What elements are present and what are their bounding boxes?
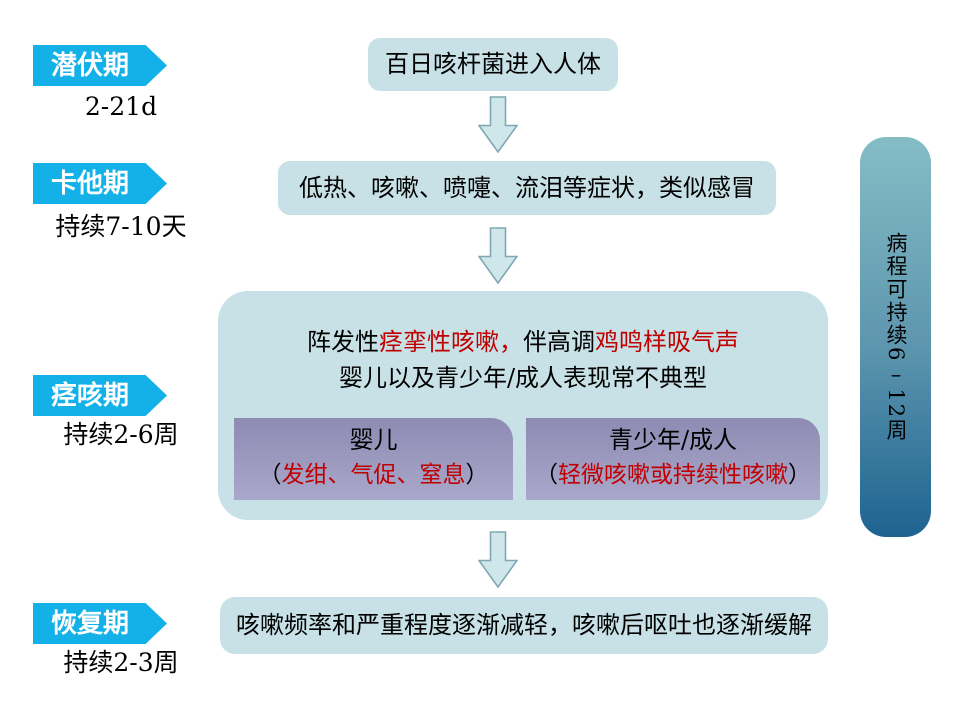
catarrhal-box-text: 低热、咳嗽、喷嚏、流泪等症状，类似感冒	[299, 173, 755, 202]
infant-box-detail: （发绀、气促、窒息）	[258, 462, 489, 488]
stage-label-convalescent: 恢复期	[50, 608, 129, 639]
entry-box-text: 百日咳杆菌进入人体	[385, 50, 601, 79]
stage-duration-catarrhal: 持续7-10天	[55, 212, 187, 241]
infant-box-title: 婴儿	[349, 426, 398, 454]
stage-arrow-convalescent: 恢复期	[33, 603, 167, 644]
paroxysmal-line2: 婴儿以及青少年/成人表现常不典型	[338, 364, 708, 392]
stage-duration-convalescent: 持续2-3周	[63, 648, 179, 677]
stage-duration-paroxysmal: 持续2-6周	[63, 420, 179, 449]
catarrhal-symptoms-box: 低热、咳嗽、喷嚏、流泪等症状，类似感冒	[278, 161, 776, 215]
adult-box: 青少年/成人 （轻微咳嗽或持续性咳嗽）	[526, 418, 820, 500]
infant-box: 婴儿 （发绀、气促、窒息）	[234, 418, 513, 500]
paroxysmal-line1: 阵发性痉挛性咳嗽，伴高调鸡鸣样吸气声	[307, 328, 739, 356]
stage-label-incubation: 潜伏期	[50, 50, 129, 81]
stage-duration-incubation: 2-21d	[84, 92, 158, 121]
convalescent-box: 咳嗽频率和严重程度逐渐减轻，咳嗽后呕吐也逐渐缓解	[220, 597, 828, 654]
convalescent-box-text: 咳嗽频率和严重程度逐渐减轻，咳嗽后呕吐也逐渐缓解	[236, 611, 812, 640]
adult-box-detail: （轻微咳嗽或持续性咳嗽）	[535, 462, 811, 488]
stage-label-catarrhal: 卡他期	[50, 168, 129, 199]
down-arrow-icon	[478, 227, 518, 284]
adult-box-title: 青少年/成人	[608, 426, 738, 454]
down-arrow-icon	[478, 531, 518, 588]
paroxysmal-box: 阵发性痉挛性咳嗽，伴高调鸡鸣样吸气声 婴儿以及青少年/成人表现常不典型 婴儿 （…	[218, 291, 828, 520]
down-arrow-icon	[478, 96, 518, 153]
stage-arrow-catarrhal: 卡他期	[33, 163, 167, 204]
stage-label-paroxysmal: 痉咳期	[50, 380, 129, 411]
stage-arrow-incubation: 潜伏期	[33, 45, 167, 86]
disease-duration-text: 病程可持续6–12周	[884, 231, 908, 443]
stage-arrow-paroxysmal: 痉咳期	[33, 375, 167, 416]
disease-duration-bar: 病程可持续6–12周	[860, 137, 931, 537]
entry-box: 百日咳杆菌进入人体	[368, 38, 618, 91]
